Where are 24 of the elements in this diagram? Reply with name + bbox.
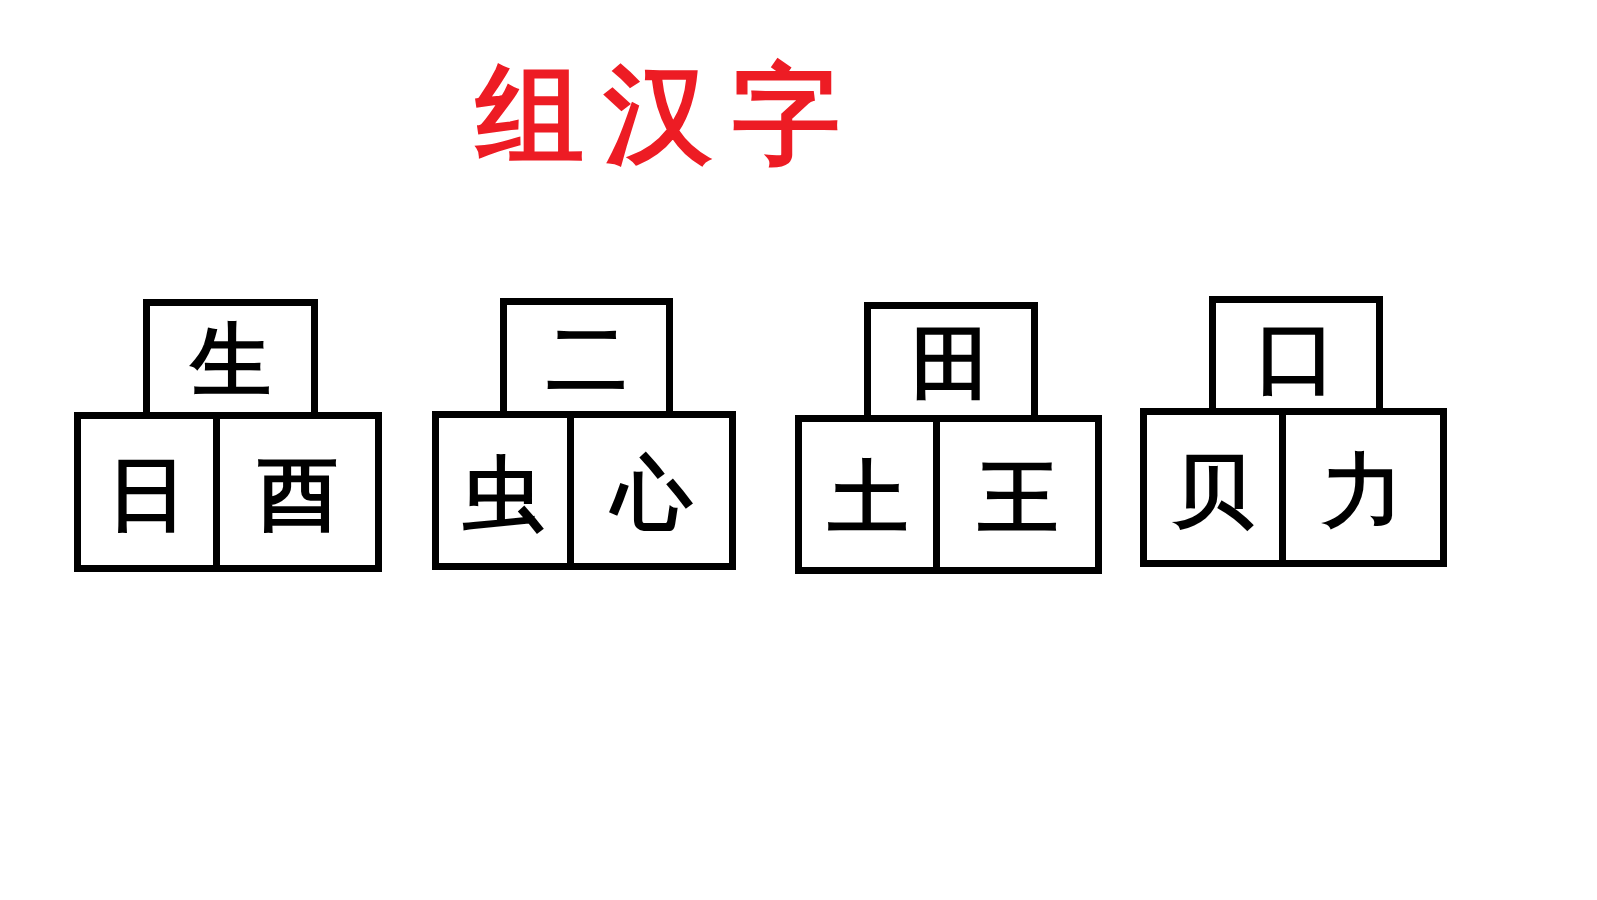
character-box — [1140, 408, 1286, 567]
hanzi-character: 王 — [977, 452, 1058, 538]
character-box — [143, 299, 318, 412]
character-box — [795, 415, 940, 574]
character-box — [220, 412, 382, 572]
character-box — [1286, 408, 1447, 567]
character-box — [500, 298, 673, 411]
hanzi-character: 生 — [190, 317, 271, 401]
character-box — [574, 411, 736, 570]
hanzi-character: 酉 — [257, 450, 338, 535]
hanzi-character: 口 — [1256, 313, 1336, 398]
character-box — [432, 411, 574, 570]
character-box — [1209, 296, 1383, 408]
character-box — [940, 415, 1102, 574]
character-box — [864, 302, 1038, 415]
hanzi-character: 土 — [827, 452, 908, 538]
hanzi-character: 贝 — [1173, 445, 1253, 531]
hanzi-character: 二 — [546, 316, 627, 400]
hanzi-character: 田 — [911, 320, 991, 404]
hanzi-character: 心 — [611, 448, 692, 534]
hanzi-character: 日 — [107, 450, 187, 535]
character-box — [74, 412, 220, 572]
hanzi-character: 虫 — [463, 448, 543, 534]
hanzi-character: 力 — [1323, 445, 1403, 531]
